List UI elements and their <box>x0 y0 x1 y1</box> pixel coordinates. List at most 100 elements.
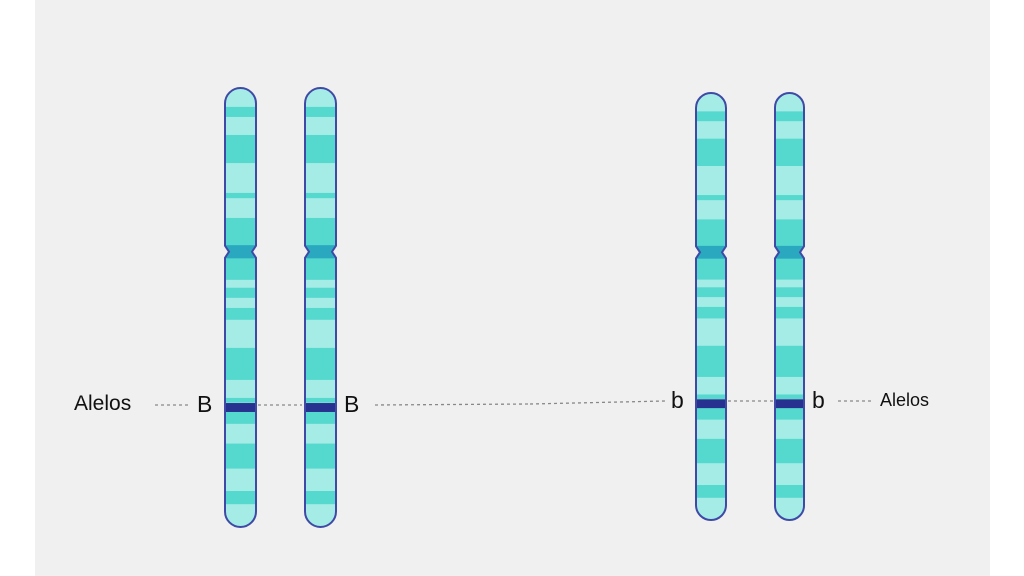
chromosome-band <box>225 397 256 403</box>
chromosome-band <box>225 443 256 470</box>
chromosome-band <box>225 504 256 527</box>
allele-label-b-1: b <box>671 387 684 413</box>
chromosome-band <box>775 166 804 196</box>
chromosome-band <box>775 484 804 499</box>
chromosome-band <box>305 88 336 108</box>
chromosome-band <box>775 306 804 319</box>
allele-locus-band <box>775 399 804 409</box>
chromosome-band <box>225 411 256 425</box>
chromosome-band <box>775 93 804 112</box>
alleles-label-right: Alelos <box>880 390 930 410</box>
chromosome-band <box>305 287 336 299</box>
chromosome-band <box>696 306 726 319</box>
chromosome-band <box>696 111 726 122</box>
chromosome-band <box>225 217 256 246</box>
chromosome-band <box>696 121 726 140</box>
chromosome-band <box>225 192 256 199</box>
chromosome-band <box>305 319 336 349</box>
chromosome-band <box>696 408 726 421</box>
chromosome-band <box>225 468 256 492</box>
allele-locus-band <box>696 399 726 409</box>
chromosome-band <box>696 258 726 281</box>
chromosome-band <box>305 134 336 164</box>
chromosome-band <box>696 345 726 378</box>
chromosome-band <box>305 192 336 199</box>
chromosome-band <box>225 347 256 381</box>
chromosome-band <box>696 484 726 499</box>
chromosome-band <box>225 297 256 309</box>
chromosome-band <box>775 200 804 220</box>
chromosome-band <box>696 463 726 486</box>
chromosome-band <box>305 198 336 219</box>
chromosome-band <box>775 463 804 486</box>
chromosome-band <box>775 111 804 122</box>
chromosome-band <box>696 438 726 464</box>
chromosome-band <box>696 138 726 167</box>
allele-label-B-1: B <box>197 391 213 417</box>
chromosome-band <box>305 423 336 445</box>
chromosome-band <box>305 491 336 505</box>
chromosome-band <box>305 411 336 425</box>
chromosome-band <box>225 198 256 219</box>
chromosome-band <box>775 408 804 421</box>
chromosome-band <box>775 287 804 298</box>
allele-label-B-2: B <box>344 391 360 417</box>
chromosome-band <box>225 287 256 299</box>
allele-locus-band <box>225 403 256 413</box>
chromosome-band <box>696 318 726 347</box>
chromosome-b-1 <box>696 93 726 520</box>
chromosome-band <box>225 258 256 281</box>
chromosome-band <box>696 394 726 400</box>
chromosome-band <box>305 297 336 309</box>
chromosome-band <box>775 376 804 395</box>
centromere <box>775 245 804 260</box>
chromosome-band <box>696 297 726 308</box>
chromosome-B-1 <box>225 88 256 527</box>
chromosome-band <box>775 138 804 167</box>
chromosome-band <box>225 379 256 399</box>
chromosome-band <box>775 497 804 520</box>
chromosome-band <box>775 438 804 464</box>
chromosome-band <box>696 279 726 288</box>
chromosome-band <box>305 116 336 136</box>
chromosome-band <box>775 419 804 440</box>
chromosome-band <box>696 219 726 247</box>
chromosome-band <box>305 163 336 194</box>
chromosome-band <box>696 166 726 196</box>
chromosome-band <box>696 287 726 298</box>
chromosome-band <box>775 318 804 347</box>
chromosome-band <box>305 379 336 399</box>
chromosome-band <box>225 163 256 194</box>
chromosome-band <box>225 319 256 349</box>
chromosome-band <box>305 443 336 470</box>
chromosome-band <box>225 491 256 505</box>
alleles-label-left: Alelos <box>74 392 132 415</box>
chromosome-band <box>696 497 726 520</box>
centromere <box>225 245 256 259</box>
chromosome-band <box>696 200 726 220</box>
chromosome-band <box>305 397 336 403</box>
chromosome-band <box>775 258 804 281</box>
chromosome-band <box>775 121 804 140</box>
chromosome-band <box>225 423 256 445</box>
chromosome-band <box>225 279 256 289</box>
chromosome-band <box>305 106 336 118</box>
chromosome-band <box>696 195 726 201</box>
chromosome-outline <box>224 87 257 528</box>
chromosome-band <box>775 394 804 400</box>
chromosome-band <box>225 134 256 164</box>
chromosome-b-2 <box>775 93 804 520</box>
chromosome-B-2 <box>305 88 336 527</box>
chromosome-band <box>775 345 804 378</box>
allele-dotted-line <box>374 403 531 406</box>
chromosome-band <box>305 468 336 492</box>
chromosome-band <box>696 93 726 112</box>
chromosome-band <box>225 88 256 108</box>
chromosome-band <box>305 217 336 246</box>
chromosome-band <box>305 258 336 281</box>
chromosome-band <box>305 307 336 321</box>
chromosome-band <box>305 279 336 289</box>
centromere <box>696 245 726 260</box>
chromosome-band <box>775 279 804 288</box>
